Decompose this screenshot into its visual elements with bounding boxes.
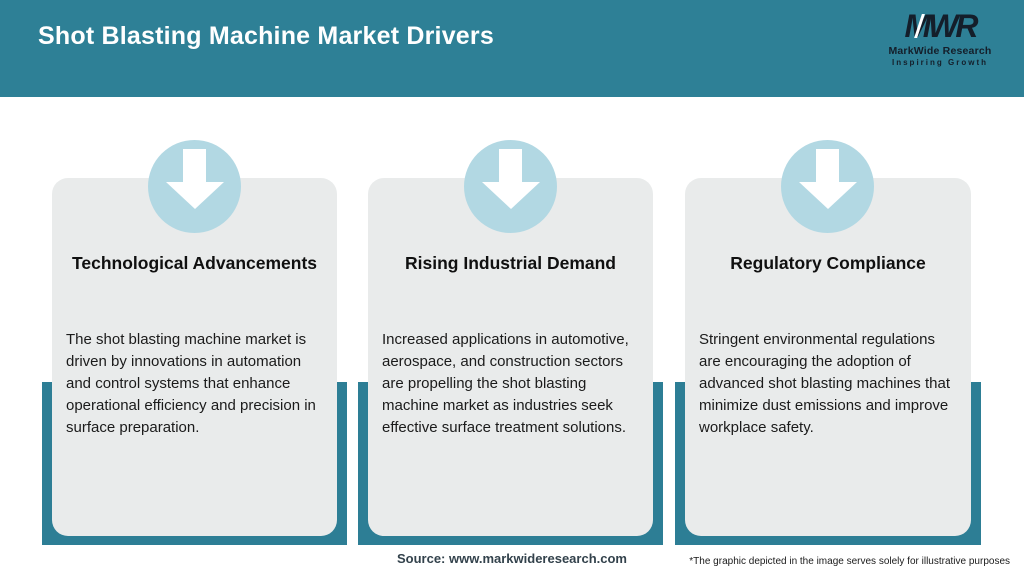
arrow-shaft: [183, 149, 206, 182]
card-description: Stringent environmental regulations are …: [699, 331, 950, 436]
arrow-down-icon: [464, 140, 557, 233]
logo-tagline: Inspiring Growth: [892, 57, 988, 67]
arrow-shaft: [499, 149, 522, 182]
page-title: Shot Blasting Machine Market Drivers: [38, 22, 494, 50]
arrow-head: [481, 182, 540, 209]
driver-card-rising-industrial-demand: Rising Industrial Demand Increased appli…: [368, 178, 653, 536]
logo-company-name: MarkWide Research: [888, 44, 992, 57]
card-title: Rising Industrial Demand: [405, 253, 616, 273]
header-bar: Shot Blasting Machine Market Drivers MWR…: [0, 0, 1024, 97]
arrow-head: [798, 182, 857, 209]
arrow-shaft: [816, 149, 839, 182]
disclaimer-note: *The graphic depicted in the image serve…: [689, 556, 1010, 567]
card-description: Increased applications in automotive, ae…: [382, 331, 629, 436]
source-citation: Source: www.markwideresearch.com: [396, 551, 627, 566]
brand-logo: MWR MarkWide Research Inspiring Growth: [880, 8, 1000, 67]
arrow-head: [165, 182, 224, 209]
driver-card-technological-advancements: Technological Advancements The shot blas…: [52, 178, 337, 536]
card-title: Regulatory Compliance: [730, 253, 926, 273]
card-title: Technological Advancements: [71, 253, 318, 273]
arrow-down-icon: [148, 140, 241, 233]
logo-mark: MWR: [904, 8, 979, 44]
driver-card-regulatory-compliance: Regulatory Compliance Stringent environm…: [685, 178, 971, 536]
arrow-down-icon: [781, 140, 874, 233]
logo-mark-text: MWR: [904, 8, 979, 44]
card-description: The shot blasting machine market is driv…: [66, 331, 316, 436]
